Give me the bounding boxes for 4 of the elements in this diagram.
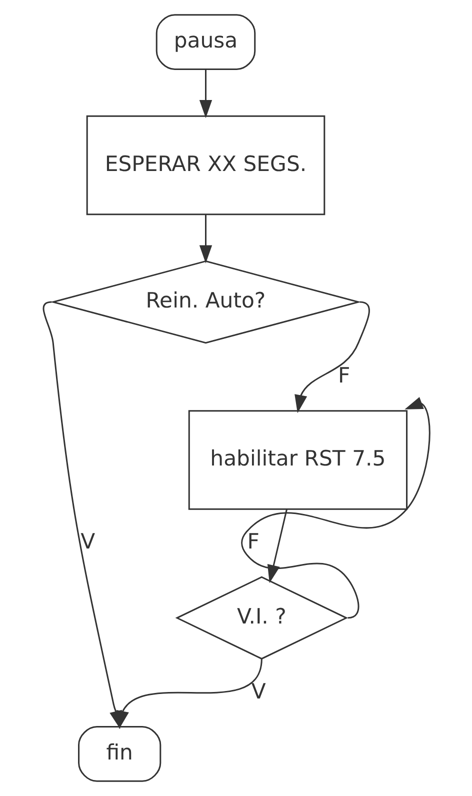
edge-label: F <box>246 528 259 554</box>
edge-label: V <box>250 678 266 704</box>
edge-label: F <box>337 362 350 388</box>
edge-label: V <box>80 528 95 554</box>
